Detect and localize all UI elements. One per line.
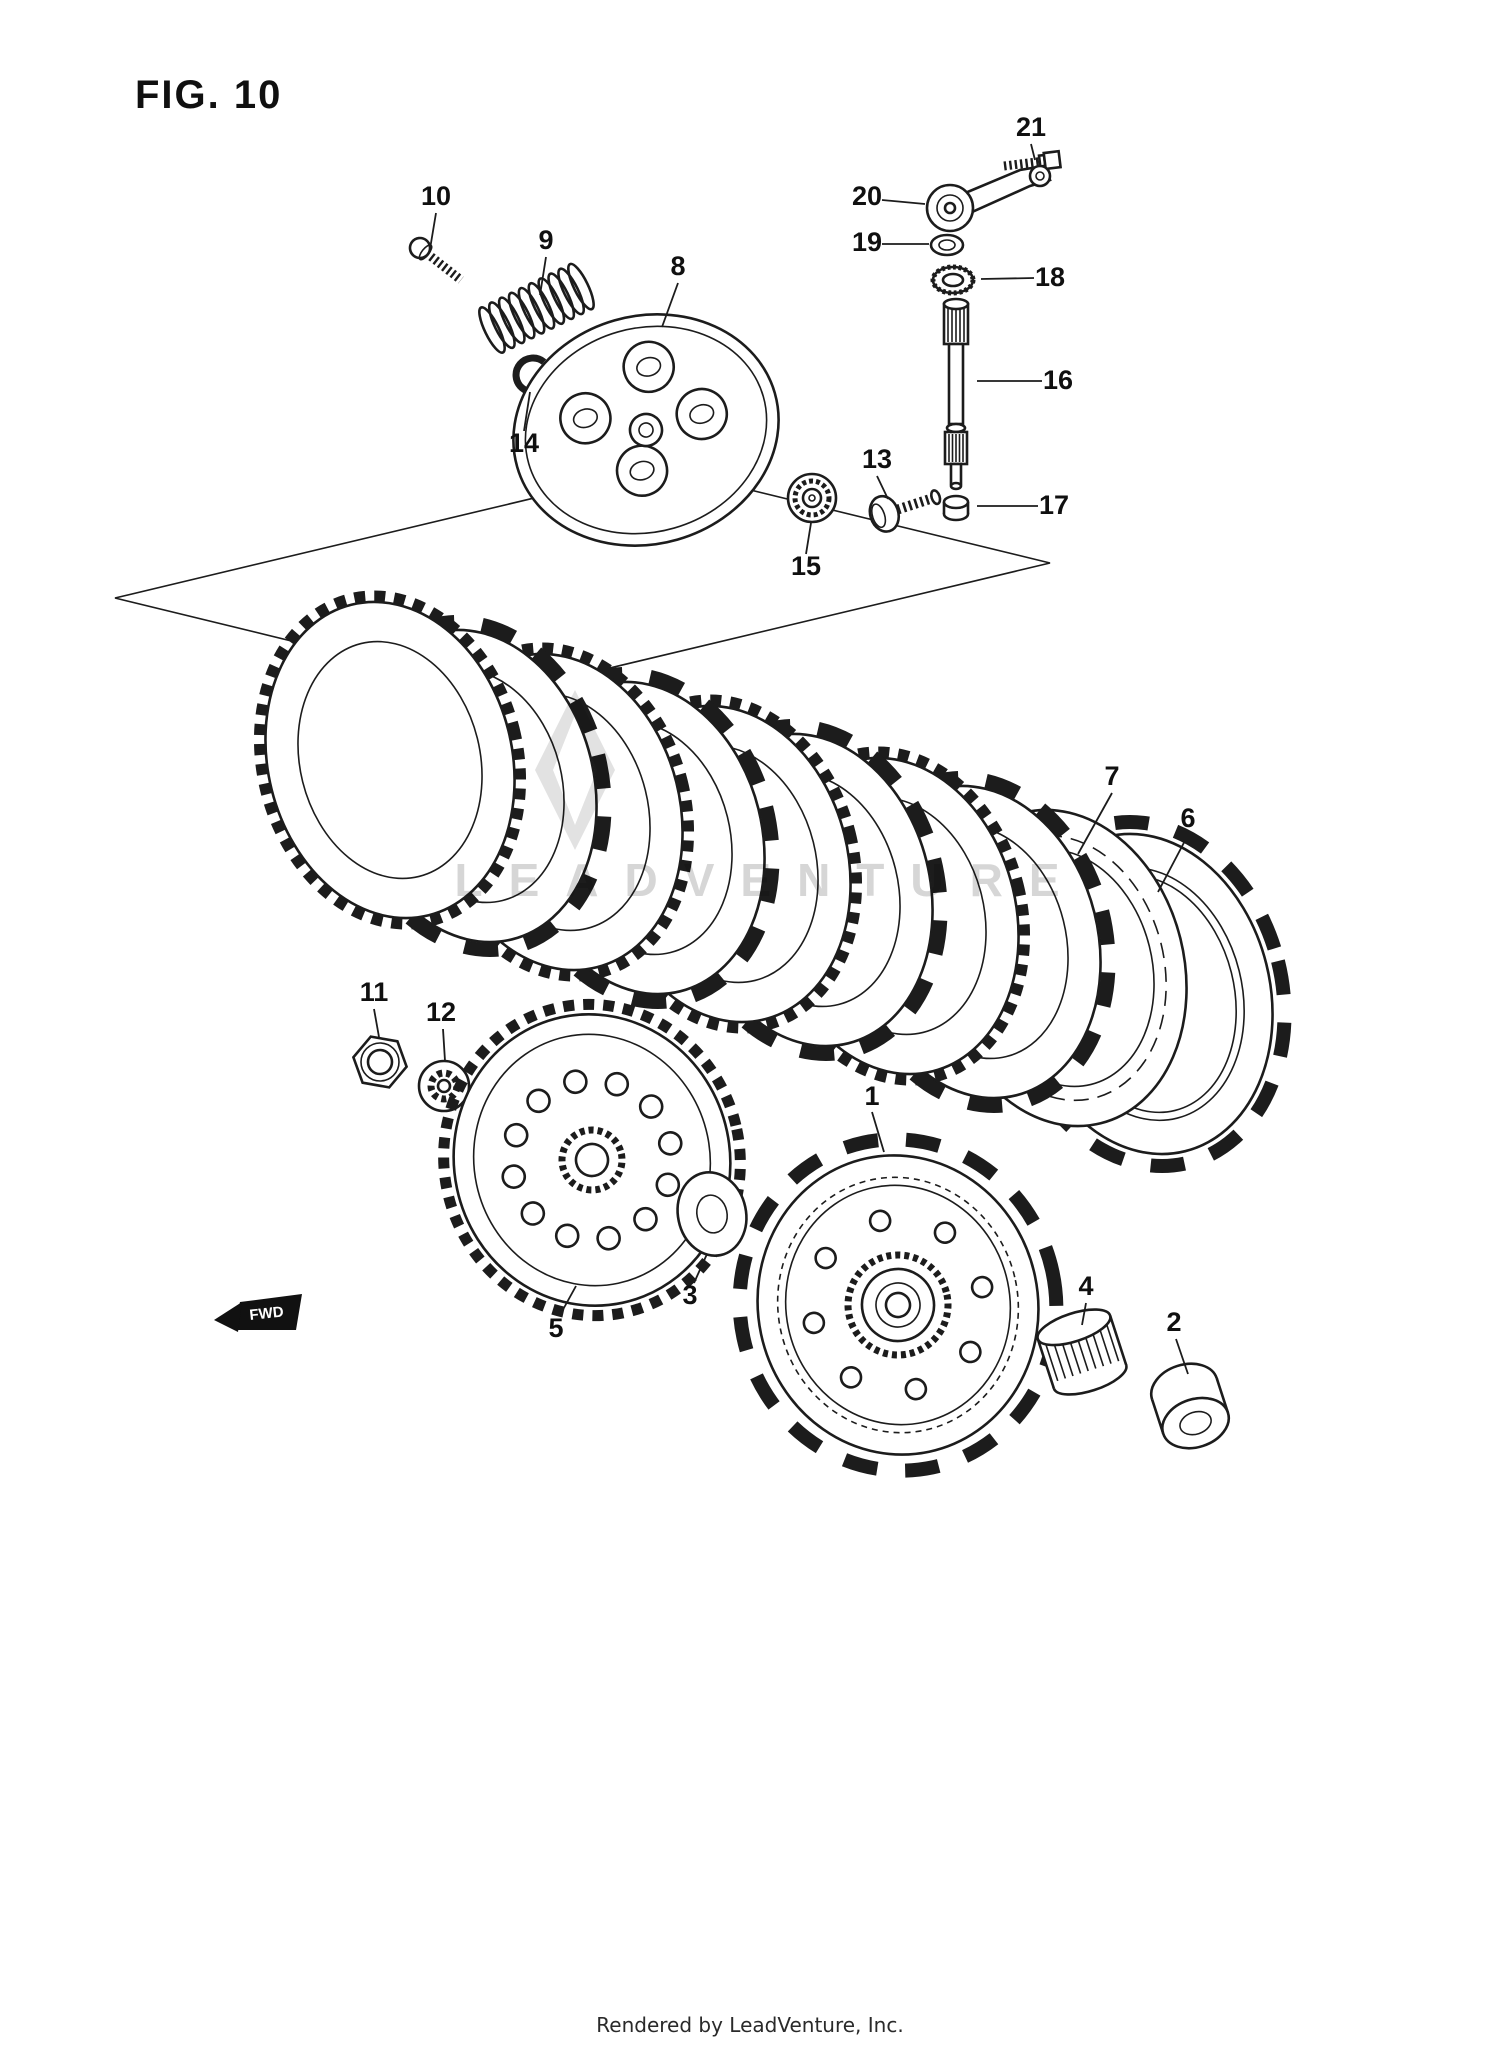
seal-ring-drawing	[929, 233, 965, 257]
callout-13: 13	[862, 444, 892, 500]
callout-21: 21	[1016, 112, 1046, 161]
callout-10: 10	[421, 181, 451, 250]
fwd-label: FWD	[249, 1303, 285, 1323]
clutch-plate-stack-drawing	[226, 568, 1292, 1174]
callout-2: 2	[1166, 1307, 1189, 1375]
pressure-plate-drawing	[512, 313, 780, 547]
spacer-drawing	[1149, 1362, 1231, 1450]
part-number-label: 19	[852, 227, 882, 257]
callout-16: 16	[977, 365, 1073, 395]
ball-bearing-drawing	[786, 472, 838, 524]
part-callouts: 1 2 3 4 5 6 7 8	[360, 112, 1196, 1375]
callout-11: 11	[360, 977, 389, 1038]
part-number-label: 9	[538, 225, 553, 255]
callout-14: 14	[509, 391, 539, 458]
part-number-label: 7	[1104, 761, 1119, 791]
part-number-label: 13	[862, 444, 892, 474]
callout-8: 8	[661, 251, 686, 328]
part-number-label: 5	[548, 1313, 563, 1343]
part-number-label: 10	[421, 181, 451, 211]
thrust-washer-drawing	[676, 1171, 748, 1257]
release-camshaft-drawing	[942, 297, 970, 491]
part-number-label: 1	[864, 1081, 879, 1111]
part-number-label: 6	[1180, 803, 1195, 833]
needle-bearing-ring-drawing	[930, 264, 976, 296]
callout-15: 15	[791, 522, 821, 581]
callout-17: 17	[977, 490, 1069, 520]
part-number-label: 16	[1043, 365, 1073, 395]
release-arm-drawing	[925, 164, 1052, 233]
callout-1: 1	[864, 1081, 885, 1153]
flange-bolt-drawing	[868, 489, 942, 533]
footer-credit: Rendered by LeadVenture, Inc.	[596, 2013, 903, 2037]
callout-12: 12	[426, 997, 456, 1062]
screw-drawing	[408, 236, 464, 284]
primary-driven-gear-drawing	[438, 998, 746, 1322]
bushing-drawing	[942, 494, 970, 522]
clutch-housing-drawing	[732, 1132, 1064, 1478]
clutch-spring-drawing	[478, 262, 595, 354]
part-number-label: 20	[852, 181, 882, 211]
part-number-label: 11	[360, 977, 389, 1007]
needle-bearing-drawing	[1036, 1308, 1128, 1396]
part-number-label: 3	[682, 1280, 697, 1310]
callout-6: 6	[1157, 803, 1196, 893]
callout-7: 7	[1077, 761, 1120, 855]
callout-9: 9	[538, 225, 554, 296]
callout-4: 4	[1078, 1271, 1094, 1326]
callout-19: 19	[852, 227, 929, 257]
part-number-label: 15	[791, 551, 821, 581]
part-number-label: 17	[1039, 490, 1069, 520]
part-number-label: 18	[1035, 262, 1065, 292]
lock-washer-drawing	[417, 1059, 471, 1113]
part-number-label: 14	[509, 428, 539, 458]
part-number-label: 2	[1166, 1307, 1181, 1337]
callout-18: 18	[980, 262, 1065, 292]
callout-20: 20	[852, 181, 926, 211]
callout-5: 5	[548, 1285, 577, 1343]
hex-nut-drawing	[351, 1035, 409, 1089]
part-number-label: 12	[426, 997, 456, 1027]
arm-bolt-drawing	[1003, 149, 1063, 171]
part-number-label: 21	[1016, 112, 1046, 142]
part-number-label: 4	[1078, 1271, 1093, 1301]
watermark-text: LEADVENTURE	[454, 854, 1085, 906]
figure-title: FIG. 10	[135, 73, 282, 117]
watermark: LEADVENTURE	[454, 690, 1085, 906]
callout-3: 3	[682, 1253, 708, 1310]
fwd-badge: FWD	[214, 1294, 302, 1332]
part-number-label: 8	[670, 251, 685, 281]
